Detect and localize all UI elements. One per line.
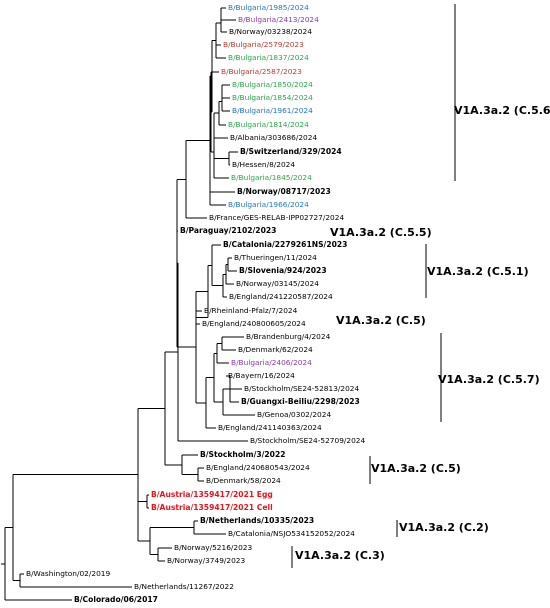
tip-label: B/Bulgaria/2406/2024 bbox=[231, 358, 312, 367]
tip-label: B/Switzerland/329/2024 bbox=[240, 147, 342, 156]
clade-label: V1A.3a.2 (C.3) bbox=[295, 549, 385, 562]
tip-label: B/Stockholm/SE24-52709/2024 bbox=[250, 436, 366, 445]
tip-label: B/England/241220587/2024 bbox=[229, 292, 333, 301]
tip-label: B/Colorado/06/2017 bbox=[74, 595, 158, 604]
tip-label: B/Denmark/62/2024 bbox=[238, 345, 313, 354]
tree-branches bbox=[1, 7, 255, 601]
tip-label: B/Albania/303686/2024 bbox=[230, 133, 317, 142]
clade-label: V1A.3a.2 (C.2) bbox=[399, 521, 489, 534]
tip-label: B/England/241140363/2024 bbox=[218, 423, 322, 432]
tip-label: B/Bulgaria/2587/2023 bbox=[221, 67, 302, 76]
tip-label: B/Bayern/16/2024 bbox=[228, 371, 295, 380]
tip-label: B/Netherlands/10335/2023 bbox=[200, 516, 314, 525]
tip-label: B/Bulgaria/2413/2024 bbox=[238, 15, 319, 24]
tip-label: B/Guangxi-Beiliu/2298/2023 bbox=[241, 397, 360, 406]
tip-label: B/Netherlands/11267/2022 bbox=[134, 582, 234, 591]
tip-label: B/Stockholm/SE24-52813/2024 bbox=[244, 384, 360, 393]
tip-label: B/Norway/5216/2023 bbox=[174, 543, 252, 552]
tip-label: B/Catalonia/NSJO534152052/2024 bbox=[228, 529, 355, 538]
tip-label: B/Genoa/0302/2024 bbox=[257, 410, 331, 419]
tip-label: B/Bulgaria/1837/2024 bbox=[228, 53, 309, 62]
tip-label: B/Rheinland-Pfalz/7/2024 bbox=[204, 306, 298, 315]
clade-label: V1A.3a.2 (C.5.1) bbox=[427, 265, 529, 278]
tip-label: B/Austria/1359417/2021 Cell bbox=[151, 503, 273, 512]
tip-label: B/England/240800605/2024 bbox=[202, 319, 306, 328]
tip-label: B/Austria/1359417/2021 Egg bbox=[151, 490, 273, 499]
clade-annotations: V1A.3a.2 (C.5.6) V1A.3a.2 (C.5.5) V1A.3a.2… bbox=[291, 4, 550, 568]
tip-label: B/Hessen/8/2024 bbox=[232, 160, 295, 169]
clade-label: V1A.3a.2 (C.5.6) bbox=[454, 104, 550, 117]
tip-label: B/France/GES-RELAB-IPP02727/2024 bbox=[209, 213, 344, 222]
clade-label: V1A.3a.2 (C.5) bbox=[371, 462, 461, 475]
tip-label: B/Bulgaria/1854/2024 bbox=[232, 93, 313, 102]
tip-label: B/Stockholm/3/2022 bbox=[200, 450, 286, 459]
tip-label: B/Bulgaria/2579/2023 bbox=[223, 40, 304, 49]
tip-label: B/Paraguay/2102/2023 bbox=[180, 226, 276, 235]
tip-label: B/Bulgaria/1850/2024 bbox=[232, 80, 313, 89]
tip-label: B/Norway/08717/2023 bbox=[237, 187, 331, 196]
clade-label: V1A.3a.2 (C.5) bbox=[336, 314, 426, 327]
tip-label: B/Bulgaria/1966/2024 bbox=[228, 200, 309, 209]
tip-label: B/Brandenburg/4/2024 bbox=[246, 332, 331, 341]
tip-label: B/Norway/03145/2024 bbox=[236, 279, 319, 288]
clade-label: V1A.3a.2 (C.5.5) bbox=[330, 226, 432, 239]
tip-label: B/Bulgaria/1985/2024 bbox=[228, 3, 309, 12]
clade-label: V1A.3a.2 (C.5.7) bbox=[438, 373, 540, 386]
tip-label: B/Catalonia/2279261NS/2023 bbox=[223, 240, 347, 249]
tip-label: B/Bulgaria/1961/2024 bbox=[232, 106, 313, 115]
tip-label: B/England/240680543/2024 bbox=[206, 463, 310, 472]
tip-label: B/Thueringen/11/2024 bbox=[234, 253, 317, 262]
tip-label: B/Bulgaria/1845/2024 bbox=[231, 173, 312, 182]
tip-label: B/Slovenia/924/2023 bbox=[239, 266, 327, 275]
tip-label: B/Norway/3749/2023 bbox=[167, 556, 245, 565]
tip-label: B/Norway/03238/2024 bbox=[229, 27, 312, 36]
tip-label: B/Bulgaria/1814/2024 bbox=[228, 120, 309, 129]
tip-label: B/Denmark/58/2024 bbox=[206, 476, 281, 485]
tip-label: B/Washington/02/2019 bbox=[26, 569, 110, 578]
tip-labels: B/Bulgaria/1985/2024B/Bulgaria/2413/2024… bbox=[26, 3, 366, 604]
